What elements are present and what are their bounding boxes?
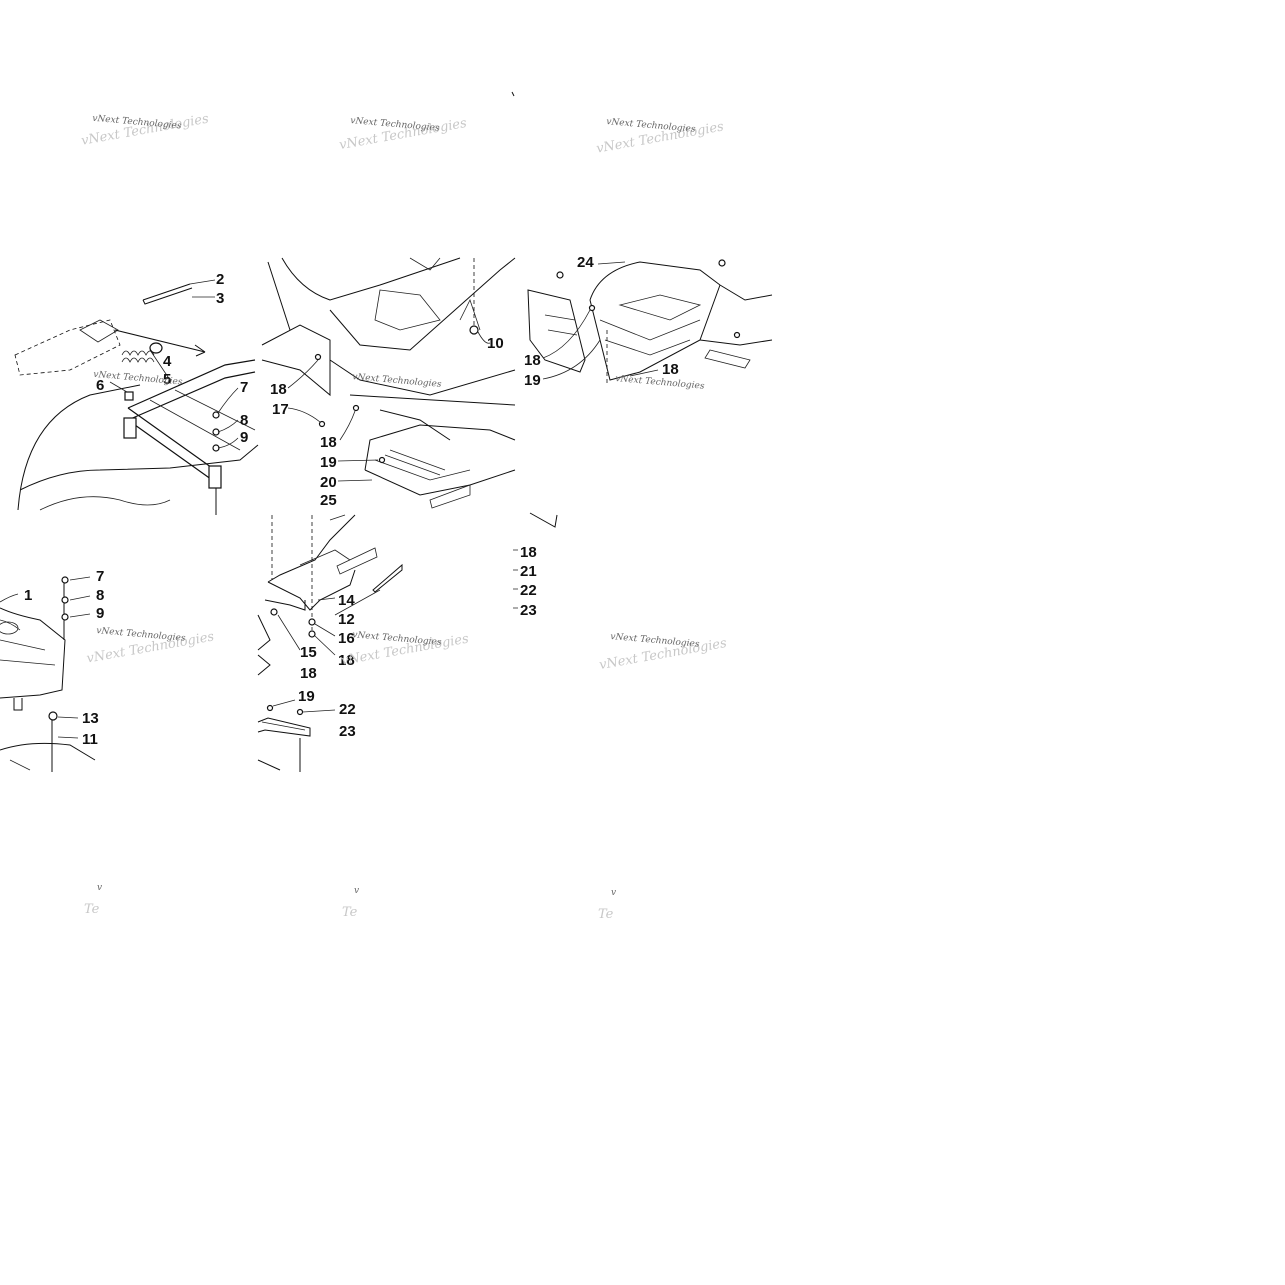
- callout-18: 18: [520, 544, 537, 561]
- watermark-text: vNext Technologies: [352, 372, 442, 390]
- callout-6: 6: [96, 377, 104, 394]
- callout-5: 5: [163, 371, 171, 388]
- callout-18: 18: [300, 665, 317, 682]
- callout-9: 9: [96, 605, 104, 622]
- callout-3: 3: [216, 290, 224, 307]
- callout-23: 23: [339, 723, 356, 740]
- callout-18: 18: [270, 381, 287, 398]
- panel-edge-mark: [511, 91, 515, 97]
- callout-11: 11: [82, 731, 98, 748]
- callout-13: 13: [82, 710, 99, 727]
- watermark-group-bottom: v Te v Te v Te: [84, 883, 616, 922]
- callout-18: 18: [338, 652, 355, 669]
- callout-9: 9: [240, 429, 248, 446]
- callout-20: 20: [320, 474, 337, 491]
- callout-16: 16: [338, 630, 355, 647]
- panel-rear-rack: 2 3 4 5 6 7 8 9 vNext Technologies: [14, 271, 259, 515]
- callout-7: 7: [96, 568, 104, 585]
- callout-1: 1: [24, 587, 32, 604]
- callout-12: 12: [338, 611, 355, 628]
- callout-8: 8: [96, 587, 104, 604]
- callout-19: 19: [298, 688, 315, 705]
- panel-fender: 10 18 17 18 19 20 vNext Technologies: [261, 257, 516, 509]
- callout-10: 10: [487, 335, 504, 352]
- watermark-text: vNext Technologies: [610, 632, 700, 650]
- callout-18: 18: [320, 434, 337, 451]
- callout-7: 7: [240, 379, 248, 396]
- callout-18: 18: [524, 352, 541, 369]
- panel-edge-mark: [529, 512, 558, 528]
- callout-2: 2: [216, 271, 224, 288]
- watermark-stub: v: [97, 883, 102, 893]
- watermark-text: vNext Technologies: [615, 374, 705, 392]
- callout-24: 24: [577, 254, 594, 271]
- callout-25: 25: [320, 492, 337, 509]
- callout-8: 8: [240, 412, 248, 429]
- watermark-group-top: vNext Technologies vNext Technologies vN…: [80, 112, 725, 157]
- callout-18: 18: [662, 361, 679, 378]
- callout-19: 19: [320, 454, 337, 471]
- panel-rack-lower: 1 7 8 9 13 11 vNext Technologies vNext T…: [0, 568, 216, 772]
- watermark-stub: v: [611, 888, 616, 898]
- callout-22: 22: [520, 582, 537, 599]
- callout-23: 23: [520, 602, 537, 619]
- panel-callouts-right: 18 21 22 23 vNext Technologies vNext Tec…: [513, 544, 728, 673]
- callout-15: 15: [300, 644, 317, 661]
- watermark-stub: Te: [84, 902, 100, 917]
- watermark-stub: Te: [598, 907, 614, 922]
- callout-17: 17: [272, 401, 289, 418]
- panel-footwell: 24 18 19 18 vNext Technologies: [524, 254, 773, 392]
- watermark-stub: v: [354, 886, 359, 896]
- watermark-stub: Te: [342, 905, 358, 920]
- callout-14: 14: [338, 592, 355, 609]
- callout-4: 4: [163, 353, 172, 370]
- callout-19: 19: [524, 372, 541, 389]
- callout-21: 21: [520, 563, 537, 580]
- callout-22: 22: [339, 701, 356, 718]
- panel-flap: 25 14 12 15 16 18 18 19 22 23 vNext Tech…: [257, 492, 470, 772]
